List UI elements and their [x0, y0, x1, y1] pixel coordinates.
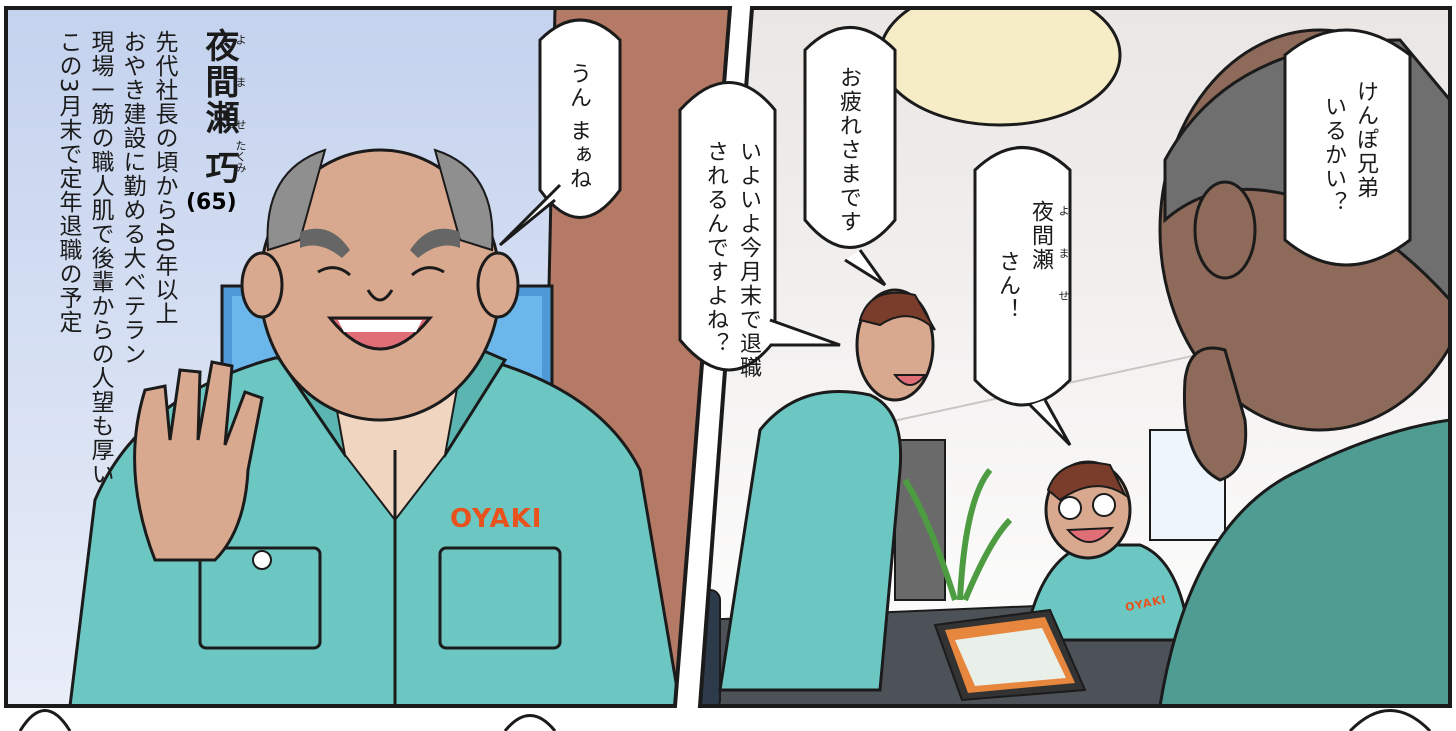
bio-line-3: 現場一筋の職人肌で後輩からの人望も厚い — [87, 30, 113, 486]
bubble-yomase — [973, 146, 1072, 407]
bubble-kenpo — [1283, 28, 1412, 267]
speech-otsukare: お疲れさまです — [836, 66, 861, 234]
bio-line-4: この3月末で定年退職の予定 — [55, 30, 81, 334]
speech-yomase-line-1: 夜間瀬 — [1028, 200, 1053, 272]
bubble-otsukare — [803, 26, 897, 249]
bio-line-1: 先代社長の頃から40年以上 — [151, 30, 177, 326]
speech-yomase-line-2: さん！ — [995, 250, 1020, 322]
speech-yomase-ruby: よ ま せ — [1057, 205, 1070, 315]
character-given-name: 巧 — [199, 150, 239, 186]
speech-bubbles — [498, 18, 1412, 447]
character-name: 夜間瀬 — [199, 28, 239, 136]
speech-taishoku-line-2: されるんですよね？ — [703, 140, 728, 356]
speech-kenpo-line-1: けんぽ兄弟 — [1353, 80, 1378, 200]
character-age: (65) — [186, 190, 237, 215]
speech-un-maane: うん まぁね — [566, 62, 591, 191]
logo-oyaki: OYAKI — [450, 504, 543, 534]
speech-kenpo-line-2: いるかい？ — [1321, 95, 1346, 215]
bio-line-2: おやき建設に勤める大ベテラン — [119, 30, 145, 366]
bubble-left — [538, 18, 622, 219]
character-given-ruby: たくみ — [234, 140, 247, 173]
speech-taishoku-line-1: いよいよ今月末で退職 — [736, 140, 761, 380]
character-name-ruby: よ ま せ — [234, 34, 247, 144]
